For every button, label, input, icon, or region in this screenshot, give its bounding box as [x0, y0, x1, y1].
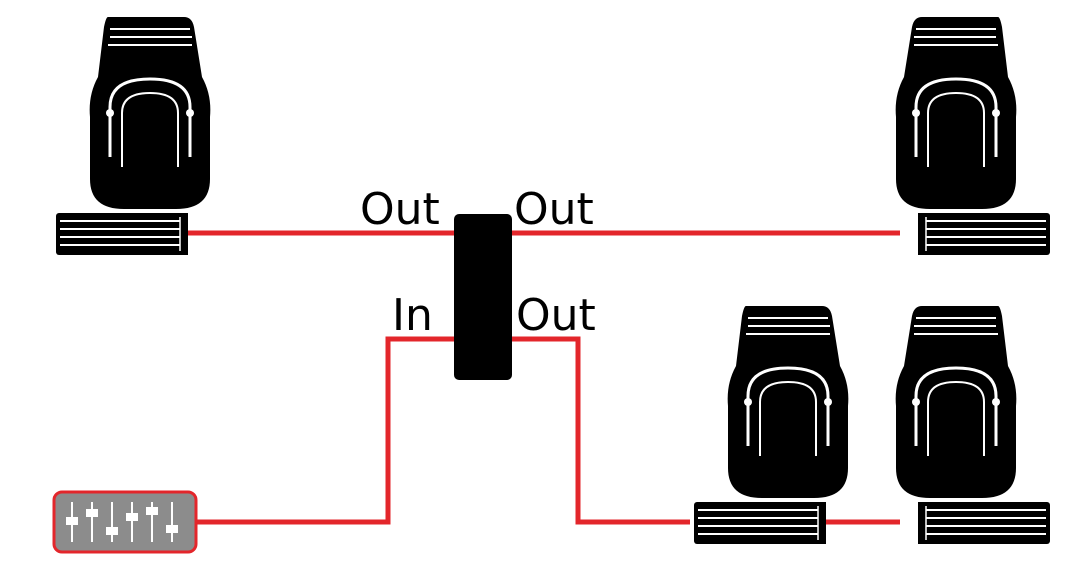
dmx-console-icon	[52, 490, 198, 554]
moving-head-fixture-icon	[54, 15, 212, 257]
moving-head-fixture-icon	[894, 304, 1052, 546]
splitter-in-label: In	[392, 290, 433, 341]
moving-head-fixture-icon	[692, 304, 850, 546]
cable-console-to-splitter-in	[196, 336, 456, 525]
splitter-out-left-label: Out	[360, 184, 440, 235]
cables	[186, 230, 900, 525]
moving-head-fixture-icon	[894, 15, 1052, 257]
splitter-out-lower-label: Out	[516, 290, 596, 341]
dmx-splitter-icon	[454, 214, 512, 380]
cable-splitter-out-to-fixture3	[510, 336, 690, 525]
splitter-out-right-label: Out	[514, 184, 594, 235]
